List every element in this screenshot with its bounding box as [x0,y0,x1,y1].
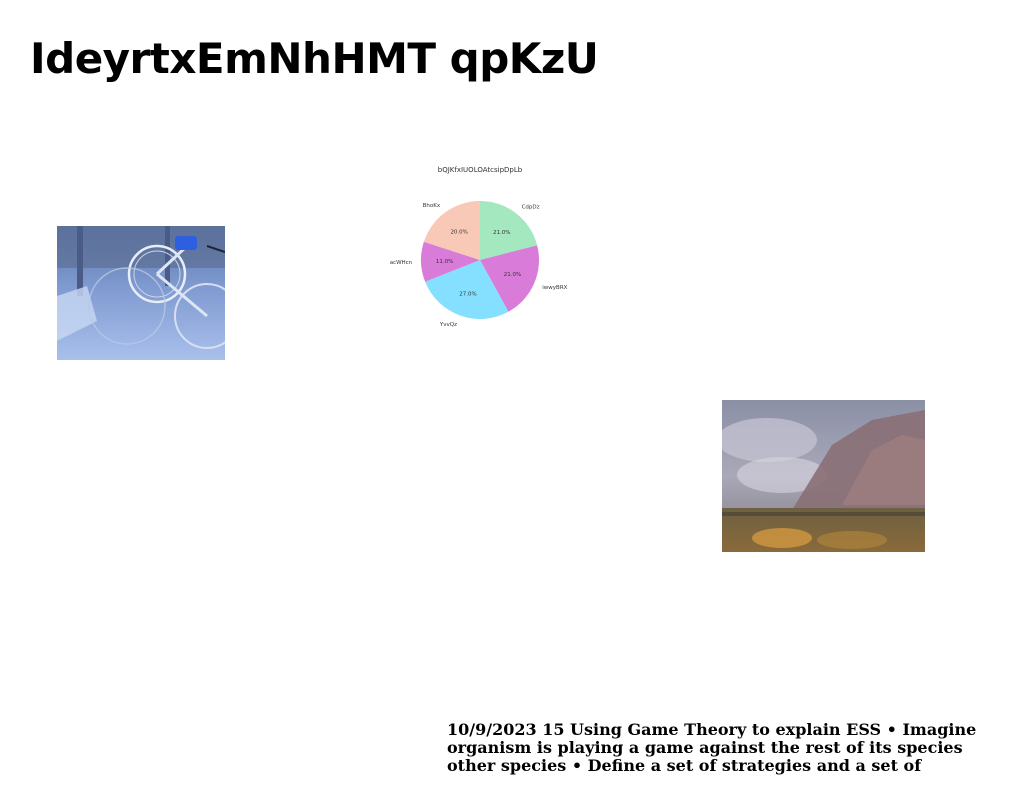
pie-slice-label: BhoKx [423,203,441,209]
caption-line: 10/9/2023 15 Using Game Theory to explai… [447,720,977,739]
page-title: IdeyrtxEmNhHMT qpKzU [30,34,599,83]
caption-line: organism is playing a game against the r… [447,738,963,757]
bicycle-photo [57,226,225,360]
pie-slice-BhoKx [423,201,480,260]
pie-pct-label: 11.0% [436,259,453,265]
pie-slice-label: iwwyBRX [542,285,567,291]
chart-title: bQJKfxIUOLOAtcsipDpLb [438,166,523,174]
pie-slice-label: YvvQz [439,322,457,328]
pie-pct-label: 21.0% [493,230,510,236]
landscape-painting [722,400,925,552]
pie-slice-CdpDz [480,201,538,260]
caption-line: other species • Define a set of strategi… [447,756,922,775]
pie-slice-YvvQz [425,260,509,319]
pie-slice-iwwyBRX [480,245,539,312]
pie-pct-label: 21.0% [504,272,521,278]
pie-pct-label: 27.0% [459,291,476,297]
pie-slice-label: CdpDz [522,204,540,210]
slide-caption: 10/9/2023 15 Using Game Theory to explai… [447,721,1007,775]
pie-slice-acWHcn [421,241,480,282]
pie-pct-label: 20.0% [450,229,467,235]
pie-slice-label: acWHcn [390,260,413,266]
pie-chart: bQJKfxIUOLOAtcsipDpLb 21.0% CdpDz 21.0% iww… [380,158,580,353]
